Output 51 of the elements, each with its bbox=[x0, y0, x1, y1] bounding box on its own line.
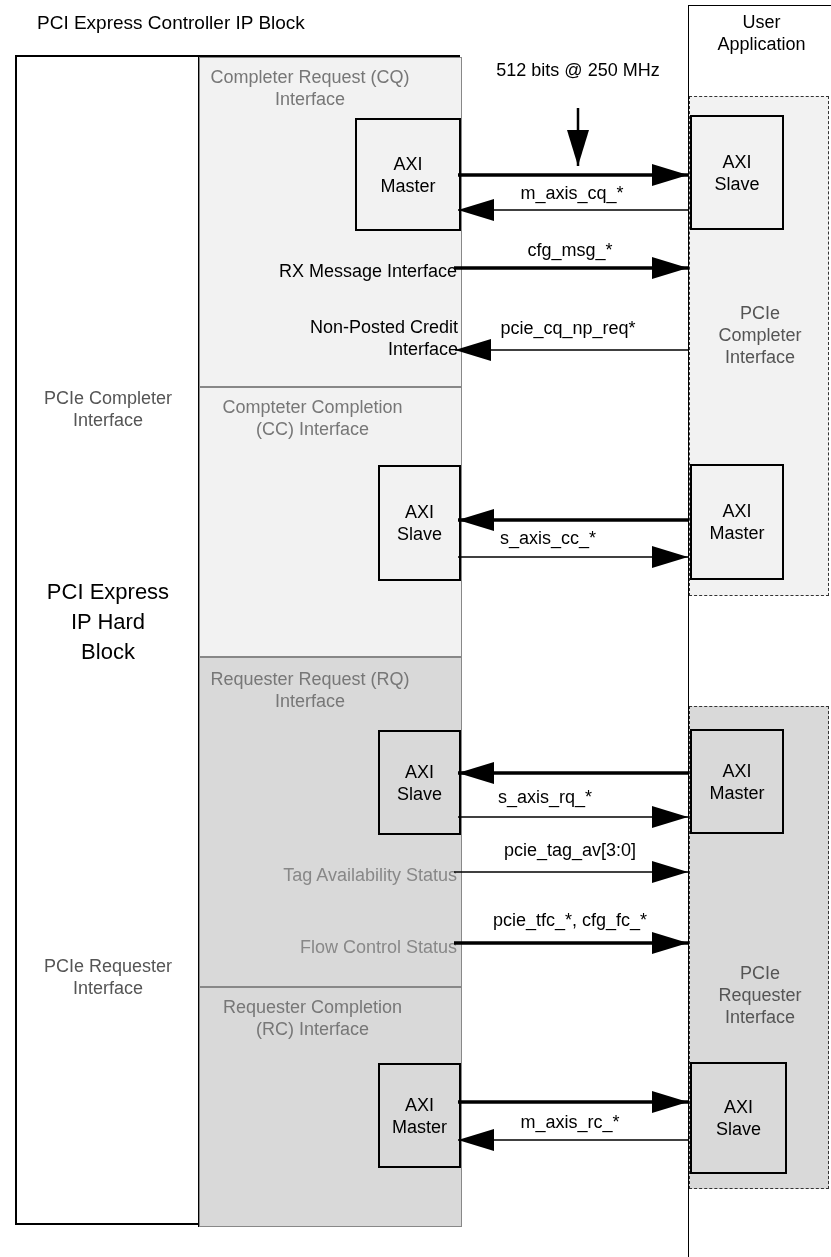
block-label: AXI Master bbox=[708, 500, 766, 544]
interface-region bbox=[689, 96, 829, 596]
block-label: AXI Master bbox=[391, 1093, 448, 1138]
interface-name: PCIe Completer Interface bbox=[717, 302, 803, 368]
interface-label: RX Message Interface bbox=[243, 257, 457, 285]
interface-panel bbox=[199, 987, 462, 1227]
interface-title: Requester Completion (RC) Interface bbox=[221, 996, 404, 1040]
block-title: PCI Express Controller IP Block bbox=[37, 12, 306, 34]
interface-panel bbox=[199, 387, 462, 657]
axi-box bbox=[690, 115, 784, 230]
axi-box bbox=[355, 118, 461, 231]
interface-title: Requester Request (RQ) Interface bbox=[210, 668, 410, 712]
block-label: AXI Master bbox=[708, 759, 766, 804]
arrow bbox=[457, 1129, 689, 1151]
interface-panel bbox=[199, 57, 462, 387]
arrow bbox=[458, 1091, 688, 1113]
axi-box bbox=[378, 1063, 461, 1168]
axi-box bbox=[690, 729, 784, 834]
axi-box bbox=[378, 730, 461, 835]
interface-name: PCIe Requester Interface bbox=[42, 955, 174, 999]
axi-box bbox=[378, 465, 461, 581]
arrow bbox=[453, 861, 689, 883]
arrow bbox=[454, 339, 689, 361]
interface-name: PCIe Completer Interface bbox=[42, 387, 174, 431]
block-name: PCI Express IP Hard Block bbox=[45, 578, 171, 666]
block-label: AXI Slave bbox=[715, 1096, 762, 1140]
arrow bbox=[454, 932, 688, 954]
axi-box bbox=[690, 1062, 787, 1174]
arrow bbox=[458, 509, 688, 531]
arrow bbox=[457, 546, 689, 568]
arrow bbox=[457, 806, 689, 828]
interface-label: Non-Posted Credit Interface bbox=[238, 308, 458, 368]
arrow bbox=[457, 199, 689, 221]
block-label: AXI Slave bbox=[396, 501, 443, 545]
interface-title: Compteter Completion (CC) Interface bbox=[221, 396, 404, 440]
interface-panel bbox=[199, 657, 462, 987]
block-label: AXI Slave bbox=[396, 760, 443, 805]
axi-box bbox=[690, 464, 784, 580]
arrow bbox=[454, 257, 688, 279]
arrow bbox=[458, 762, 688, 784]
interface-title: Completer Request (CQ) Interface bbox=[210, 66, 410, 110]
interface-region bbox=[689, 706, 829, 1189]
block-label: AXI Slave bbox=[713, 150, 761, 195]
arrow bbox=[458, 164, 688, 186]
interface-name: PCIe Requester Interface bbox=[717, 962, 803, 1028]
block-label: AXI Master bbox=[379, 152, 437, 197]
bus-width-note: 512 bits @ 250 MHz bbox=[495, 59, 661, 82]
column-title: User Application bbox=[716, 11, 807, 55]
user-application-column bbox=[688, 5, 831, 1257]
status-label: Flow Control Status bbox=[203, 933, 457, 961]
status-label: Tag Availability Status bbox=[203, 861, 457, 889]
